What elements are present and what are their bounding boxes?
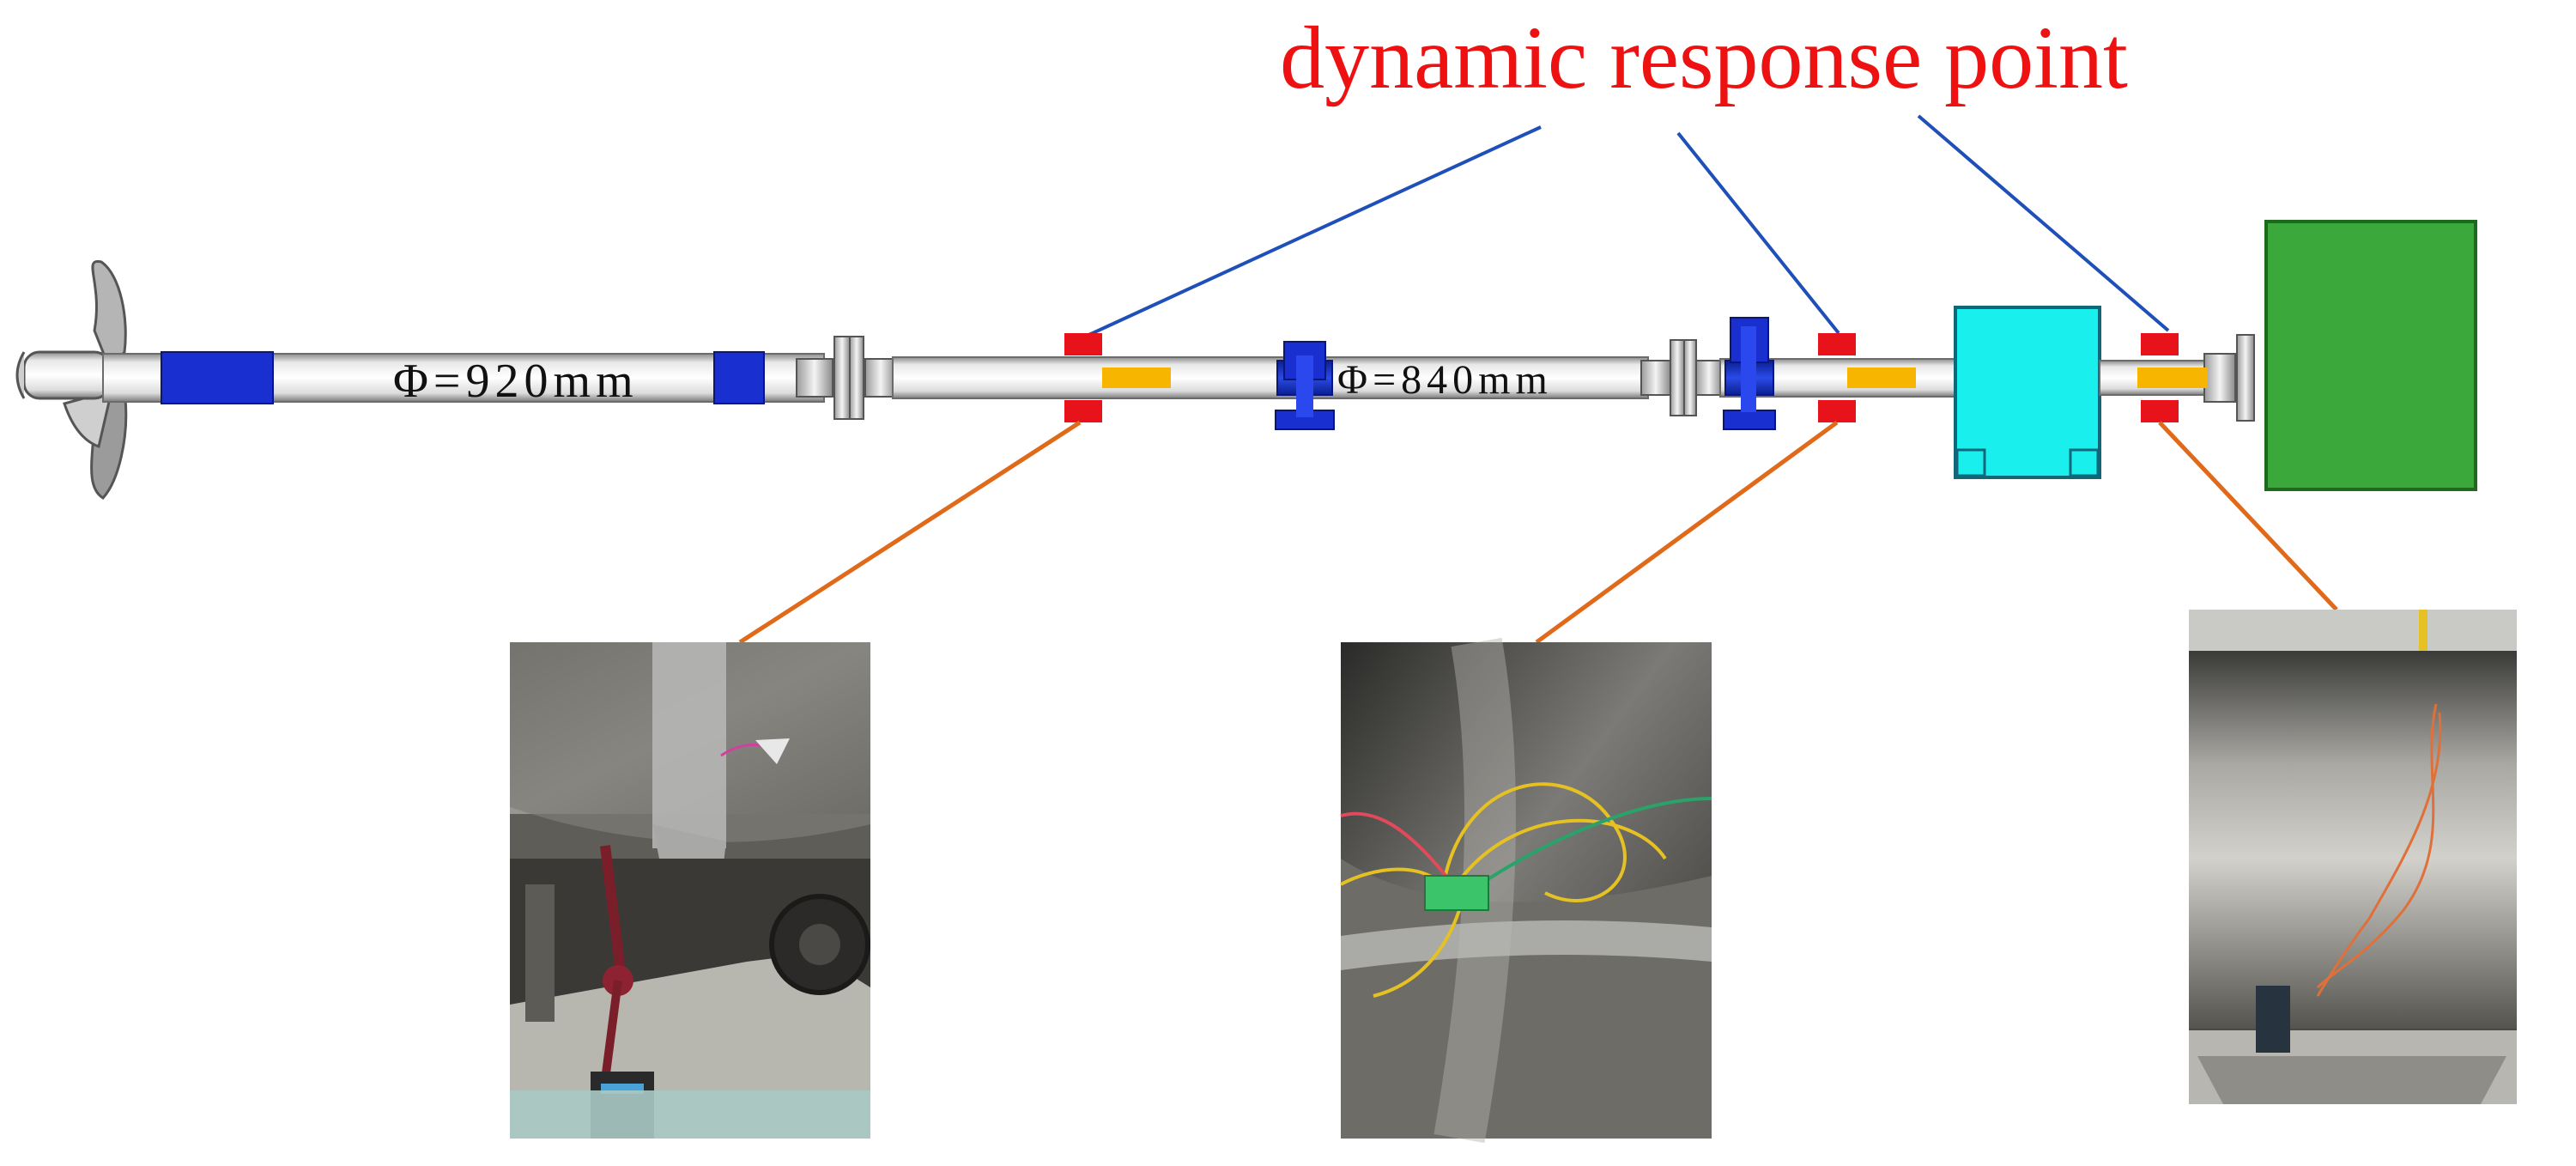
strain-gauge-icon	[1102, 367, 1171, 388]
sensor-clamp-icon	[1064, 400, 1102, 422]
photo-sensor-middle	[1340, 637, 1712, 1144]
callout-lines-bottom	[738, 420, 2338, 645]
callout-line-top-left	[1082, 125, 1542, 339]
callout-line-top-middle	[1676, 131, 1840, 335]
strain-gauge-icon	[2137, 367, 2208, 388]
callout-line-top-right	[1917, 114, 2170, 332]
coupling-flange-icon	[2203, 334, 2255, 422]
shaft-coating-band-2	[713, 351, 765, 404]
strain-gauge-icon	[1847, 367, 1916, 388]
photo-sensor-right	[2189, 610, 2517, 1104]
sensor-clamp-icon	[1818, 333, 1856, 355]
measurement-point-middle	[1818, 333, 1916, 422]
shaft-diameter-label-2: Φ=840mm	[1337, 357, 1553, 403]
shaft-assembly: Φ=920mm Φ=840mm	[15, 220, 2477, 500]
motor-icon	[2264, 220, 2477, 491]
coupling-flange-icon	[796, 336, 897, 420]
measurement-point-left	[1064, 333, 1171, 422]
shaft-diameter-label-1: Φ=920mm	[393, 355, 639, 408]
callout-line-bottom-right	[2158, 421, 2338, 611]
callout-lines-top	[1082, 114, 2170, 339]
sensor-clamp-icon	[1064, 333, 1102, 355]
coupling-flange-icon	[1640, 339, 1723, 416]
gearbox-icon	[1954, 306, 2101, 479]
sensor-clamp-icon	[2141, 333, 2179, 355]
propeller-icon	[15, 260, 128, 500]
callout-line-bottom-middle	[1535, 420, 1839, 645]
bearing-icon	[1723, 317, 1776, 430]
measurement-point-right	[2137, 333, 2208, 422]
callout-line-bottom-left	[738, 420, 1082, 645]
photo-sensor-left	[510, 642, 870, 1139]
shaft-coating-band-1	[161, 351, 274, 404]
bearing-icon	[1275, 341, 1335, 430]
sensor-clamp-icon	[1818, 400, 1856, 422]
diagram-title: dynamic response point	[1280, 9, 2128, 107]
sensor-clamp-icon	[2141, 400, 2179, 422]
